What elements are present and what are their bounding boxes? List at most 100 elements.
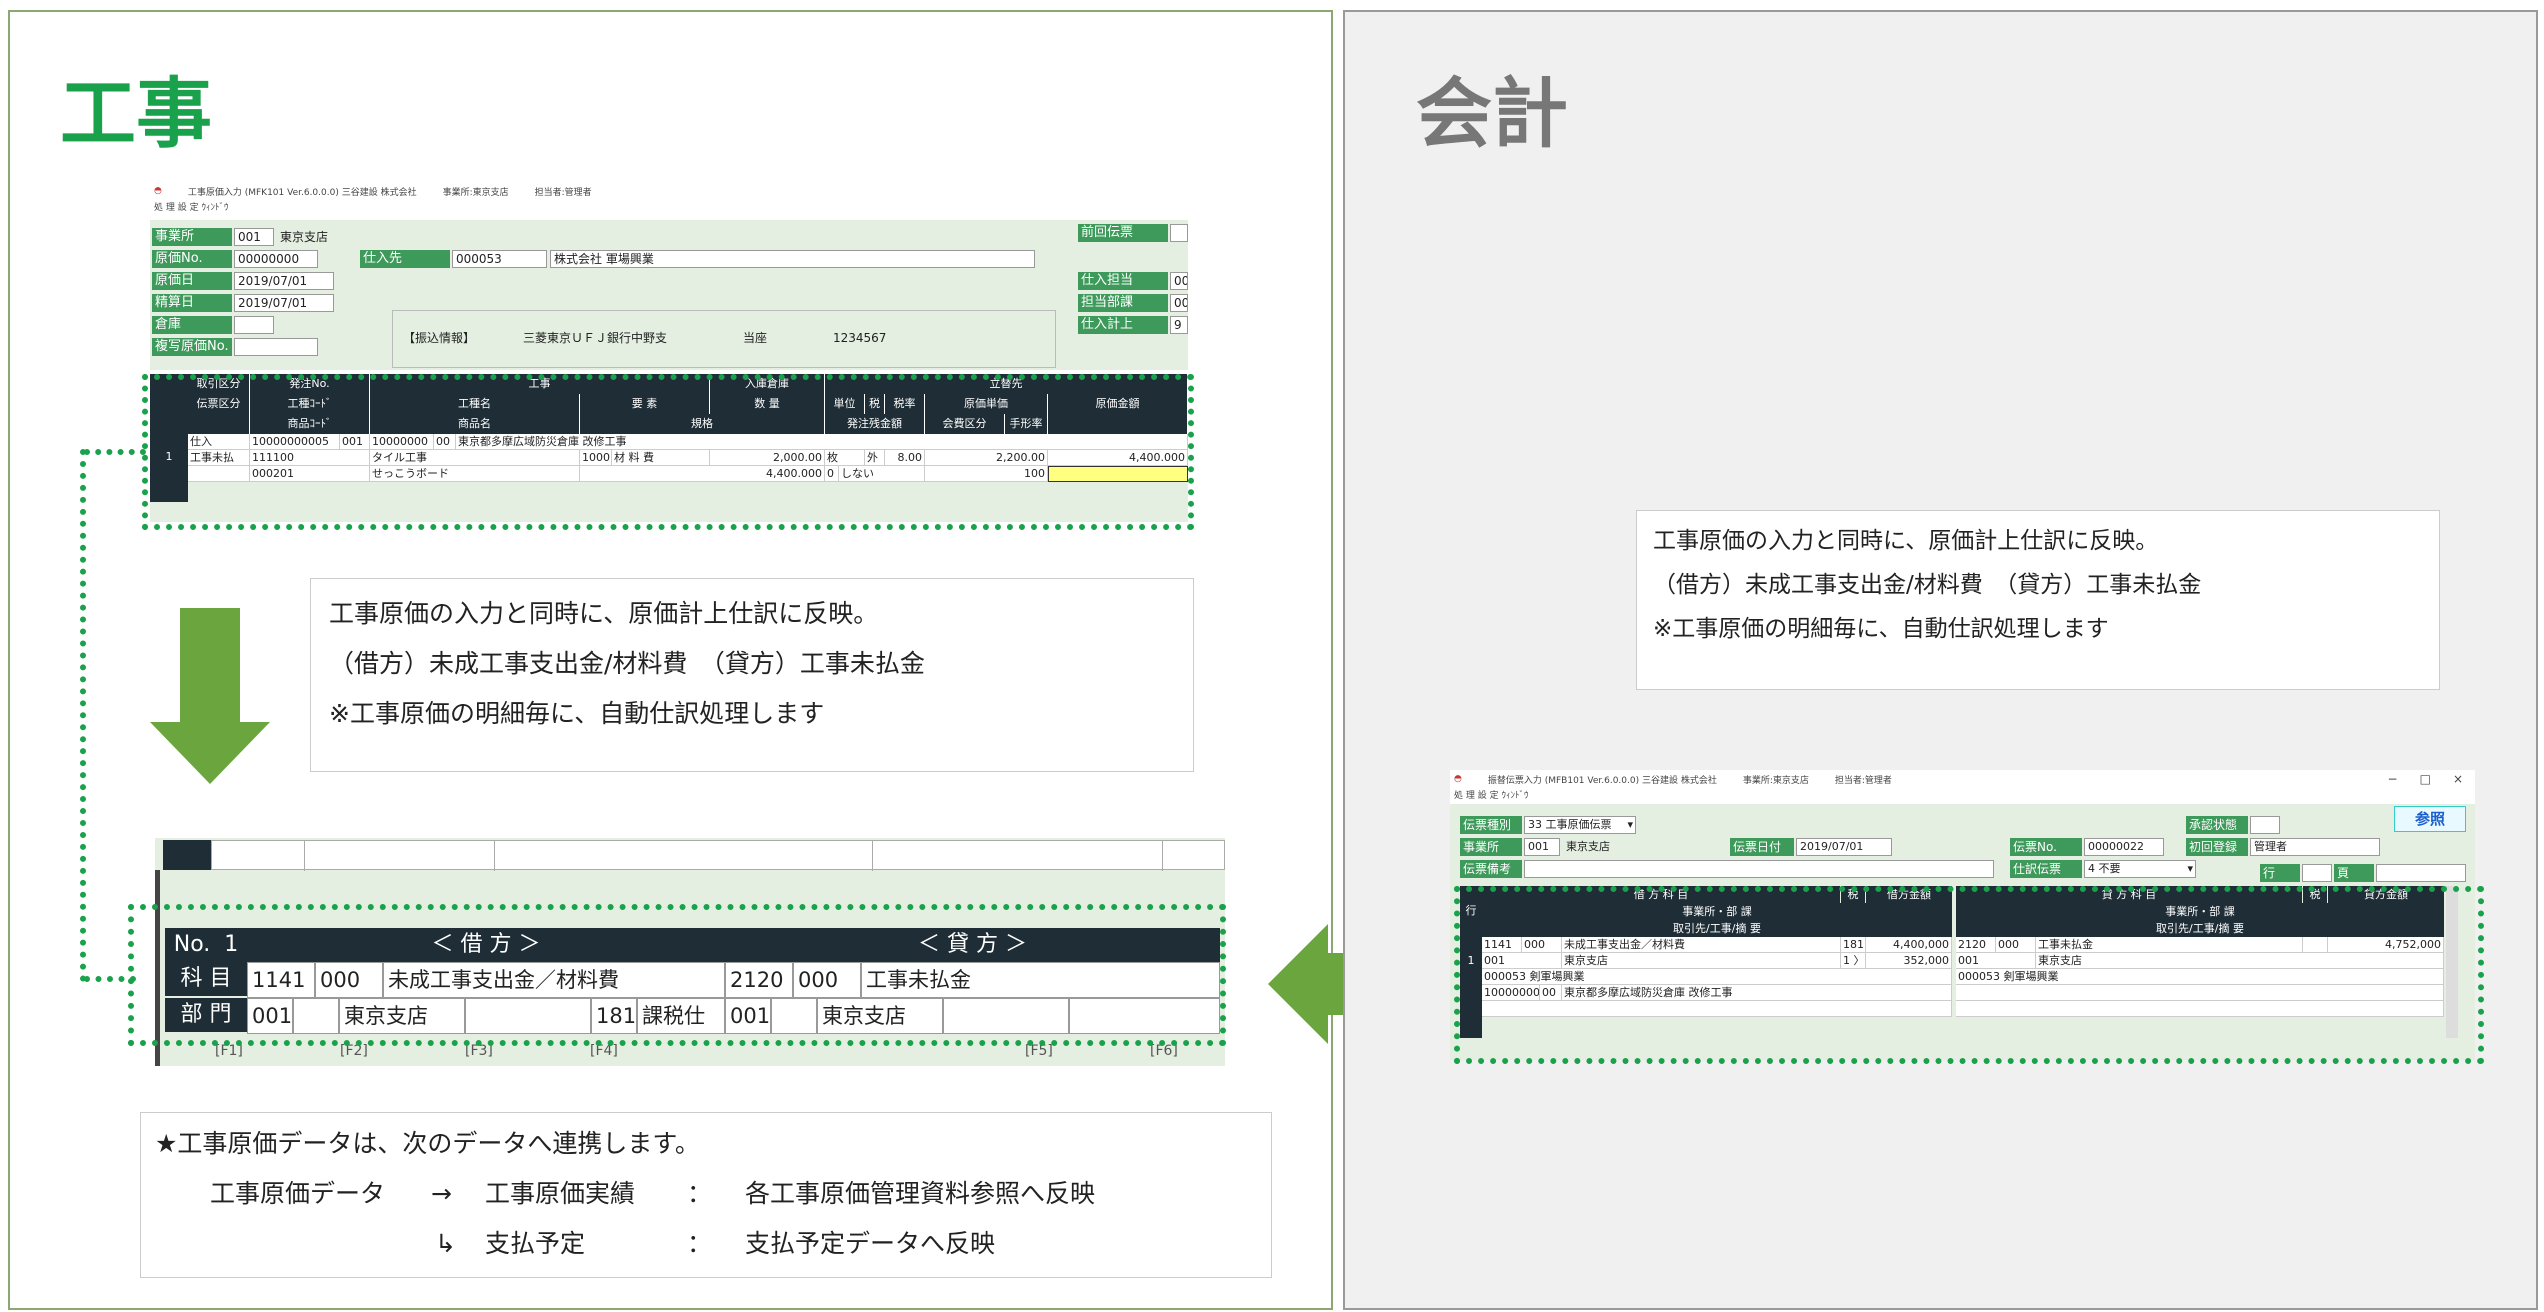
table-cell[interactable]: 仕入 xyxy=(188,434,250,450)
table-cell[interactable]: 10000000 xyxy=(1482,985,1540,1001)
slip-type-select[interactable]: 33 工事原価伝票 ▾ xyxy=(1524,816,1636,834)
table-cell[interactable]: 枚 xyxy=(825,450,865,466)
table-cell[interactable]: 100 xyxy=(925,466,1048,482)
table-cell[interactable]: 東京支店 xyxy=(1562,953,1841,969)
debit-dept-name[interactable]: 東京支店 xyxy=(339,998,465,1034)
table-cell-blank[interactable] xyxy=(2303,937,2328,953)
tax-code[interactable]: 181 xyxy=(591,998,637,1034)
f4-key[interactable]: [F4] xyxy=(590,1043,618,1059)
f6-key[interactable]: [F6] xyxy=(1150,1043,1178,1059)
table-cell[interactable]: 工事未払 xyxy=(188,450,250,466)
row-field[interactable] xyxy=(2302,864,2332,882)
table-cell[interactable]: タイル工事 xyxy=(370,450,580,466)
active-cell[interactable] xyxy=(1048,466,1188,482)
f1-key[interactable]: [F1] xyxy=(215,1043,243,1059)
slip-no-field[interactable]: 00000022 xyxy=(2084,838,2164,856)
debit-account-code[interactable]: 1141 xyxy=(247,962,315,998)
grid-scrollbar[interactable] xyxy=(2446,886,2458,1038)
table-cell[interactable]: 001 xyxy=(1956,953,2036,969)
credit-dept-code[interactable]: 001 xyxy=(725,998,771,1034)
table-cell[interactable]: 2,200.00 xyxy=(925,450,1048,466)
f3-key[interactable]: [F3] xyxy=(465,1043,493,1059)
table-cell[interactable]: 181 xyxy=(1841,937,1866,953)
page-field[interactable] xyxy=(2376,864,2466,882)
debit-account-name[interactable]: 未成工事支出金／材料費 xyxy=(383,962,725,998)
credit-account-sub[interactable]: 000 xyxy=(793,962,861,998)
settle-date-field[interactable]: 2019/07/01 xyxy=(234,294,334,312)
table-cell[interactable]: 1141 xyxy=(1482,937,1522,953)
supplier-code-field[interactable]: 000053 xyxy=(452,250,547,268)
memo-field[interactable] xyxy=(1524,860,1994,878)
table-cell[interactable]: 00 xyxy=(434,434,456,450)
cost-no-field[interactable]: 00000000 xyxy=(234,250,318,268)
minimize-icon[interactable]: − xyxy=(2387,772,2398,786)
close-icon[interactable]: × xyxy=(2452,772,2463,786)
table-cell[interactable]: 材 料 費 xyxy=(612,450,710,466)
office-code-field[interactable]: 001 xyxy=(1524,838,1560,856)
table-cell[interactable]: 2,000.00 xyxy=(710,450,825,466)
table-cell[interactable]: 111100 xyxy=(250,450,370,466)
table-cell[interactable]: 1000 xyxy=(580,450,612,466)
table-cell[interactable]: 未成工事支出金／材料費 xyxy=(1562,937,1841,953)
journal-slip-select[interactable]: 4 不要 ▾ xyxy=(2084,860,2196,878)
debit-dept-extra[interactable] xyxy=(465,998,591,1034)
prev-slip-button[interactable]: 前回伝票 xyxy=(1078,224,1168,242)
window-user: 担当者:管理者 xyxy=(534,187,592,198)
table-cell[interactable]: 工事未払金 xyxy=(2036,937,2303,953)
table-cell[interactable]: 00 xyxy=(1540,985,1562,1001)
table-cell[interactable]: 10000000 xyxy=(370,434,434,450)
cost-date-field[interactable]: 2019/07/01 xyxy=(234,272,334,290)
f2-key[interactable]: [F2] xyxy=(340,1043,368,1059)
table-cell[interactable]: せっこうボード xyxy=(370,466,580,482)
credit-dept-name[interactable]: 東京支店 xyxy=(817,998,943,1034)
table-cell-blank[interactable] xyxy=(1482,1001,1952,1017)
f5-key[interactable]: [F5] xyxy=(1025,1043,1053,1059)
slip-date-field[interactable]: 2019/07/01 xyxy=(1796,838,1892,856)
credit-dept-extra[interactable] xyxy=(1069,998,1220,1034)
tax-name[interactable]: 課税仕 xyxy=(637,998,725,1034)
credit-dept-sub[interactable] xyxy=(771,998,817,1034)
table-cell[interactable]: 4,400.000 xyxy=(1048,450,1188,466)
purchase-post-field[interactable]: 9 xyxy=(1170,316,1188,334)
purchase-staff-field[interactable]: 00 xyxy=(1170,272,1188,290)
table-cell[interactable]: 東京都多摩広域防災倉庫 改修工事 xyxy=(1562,985,1952,1001)
warehouse-field[interactable] xyxy=(234,316,274,334)
table-cell[interactable]: 4,400.000 xyxy=(580,466,825,482)
credit-account-code[interactable]: 2120 xyxy=(725,962,793,998)
table-cell[interactable]: 000 xyxy=(1522,937,1562,953)
table-cell-blank[interactable] xyxy=(1956,985,2444,1001)
staff-dept-field[interactable]: 00 xyxy=(1170,294,1188,312)
table-cell[interactable]: 10000000005 xyxy=(250,434,340,450)
table-cell[interactable]: 352,000 xyxy=(1866,953,1952,969)
table-cell[interactable]: 000053 剣軍場興業 xyxy=(1956,969,2444,985)
debit-dept-code[interactable]: 001 xyxy=(247,998,293,1034)
window-menu[interactable]: 処 理 設 定 ｳｨﾝﾄﾞｳ xyxy=(154,203,229,213)
credit-dept-extra[interactable] xyxy=(943,998,1069,1034)
supplier-name-field[interactable]: 株式会社 軍場興業 xyxy=(550,250,1035,268)
copy-no-field[interactable] xyxy=(234,338,318,356)
table-cell[interactable]: 外 xyxy=(865,450,885,466)
table-cell[interactable]: しない xyxy=(839,466,925,482)
debit-dept-sub[interactable] xyxy=(293,998,339,1034)
table-cell[interactable]: 0 xyxy=(825,466,839,482)
table-cell[interactable]: 2120 xyxy=(1956,937,1996,953)
table-cell-blank[interactable] xyxy=(1956,1001,2444,1017)
table-cell[interactable]: 000 xyxy=(1996,937,2036,953)
credit-account-name[interactable]: 工事未払金 xyxy=(861,962,1220,998)
window-menu[interactable]: 処 理 設 定 ｳｨﾝﾄﾞｳ xyxy=(1454,791,1529,801)
table-cell[interactable]: 000201 xyxy=(250,466,370,482)
debit-account-sub[interactable]: 000 xyxy=(315,962,383,998)
table-cell[interactable]: 001 xyxy=(340,434,370,450)
table-cell[interactable]: 001 xyxy=(1482,953,1562,969)
table-cell[interactable]: 8.00 xyxy=(885,450,925,466)
table-cell[interactable]: 1 〉 xyxy=(1841,953,1866,969)
table-cell[interactable]: 東京都多摩広域防災倉庫 改修工事 xyxy=(456,434,1188,450)
table-cell[interactable]: 4,400,000 xyxy=(1866,937,1952,953)
table-cell[interactable]: 東京支店 xyxy=(2036,953,2444,969)
office-code-field[interactable]: 001 xyxy=(234,228,274,246)
table-cell[interactable]: 4,752,000 xyxy=(2328,937,2444,953)
maximize-icon[interactable]: □ xyxy=(2419,772,2431,786)
table-cell[interactable]: 000053 剣軍場興業 xyxy=(1482,969,1952,985)
reference-button[interactable]: 参照 xyxy=(2394,806,2466,832)
